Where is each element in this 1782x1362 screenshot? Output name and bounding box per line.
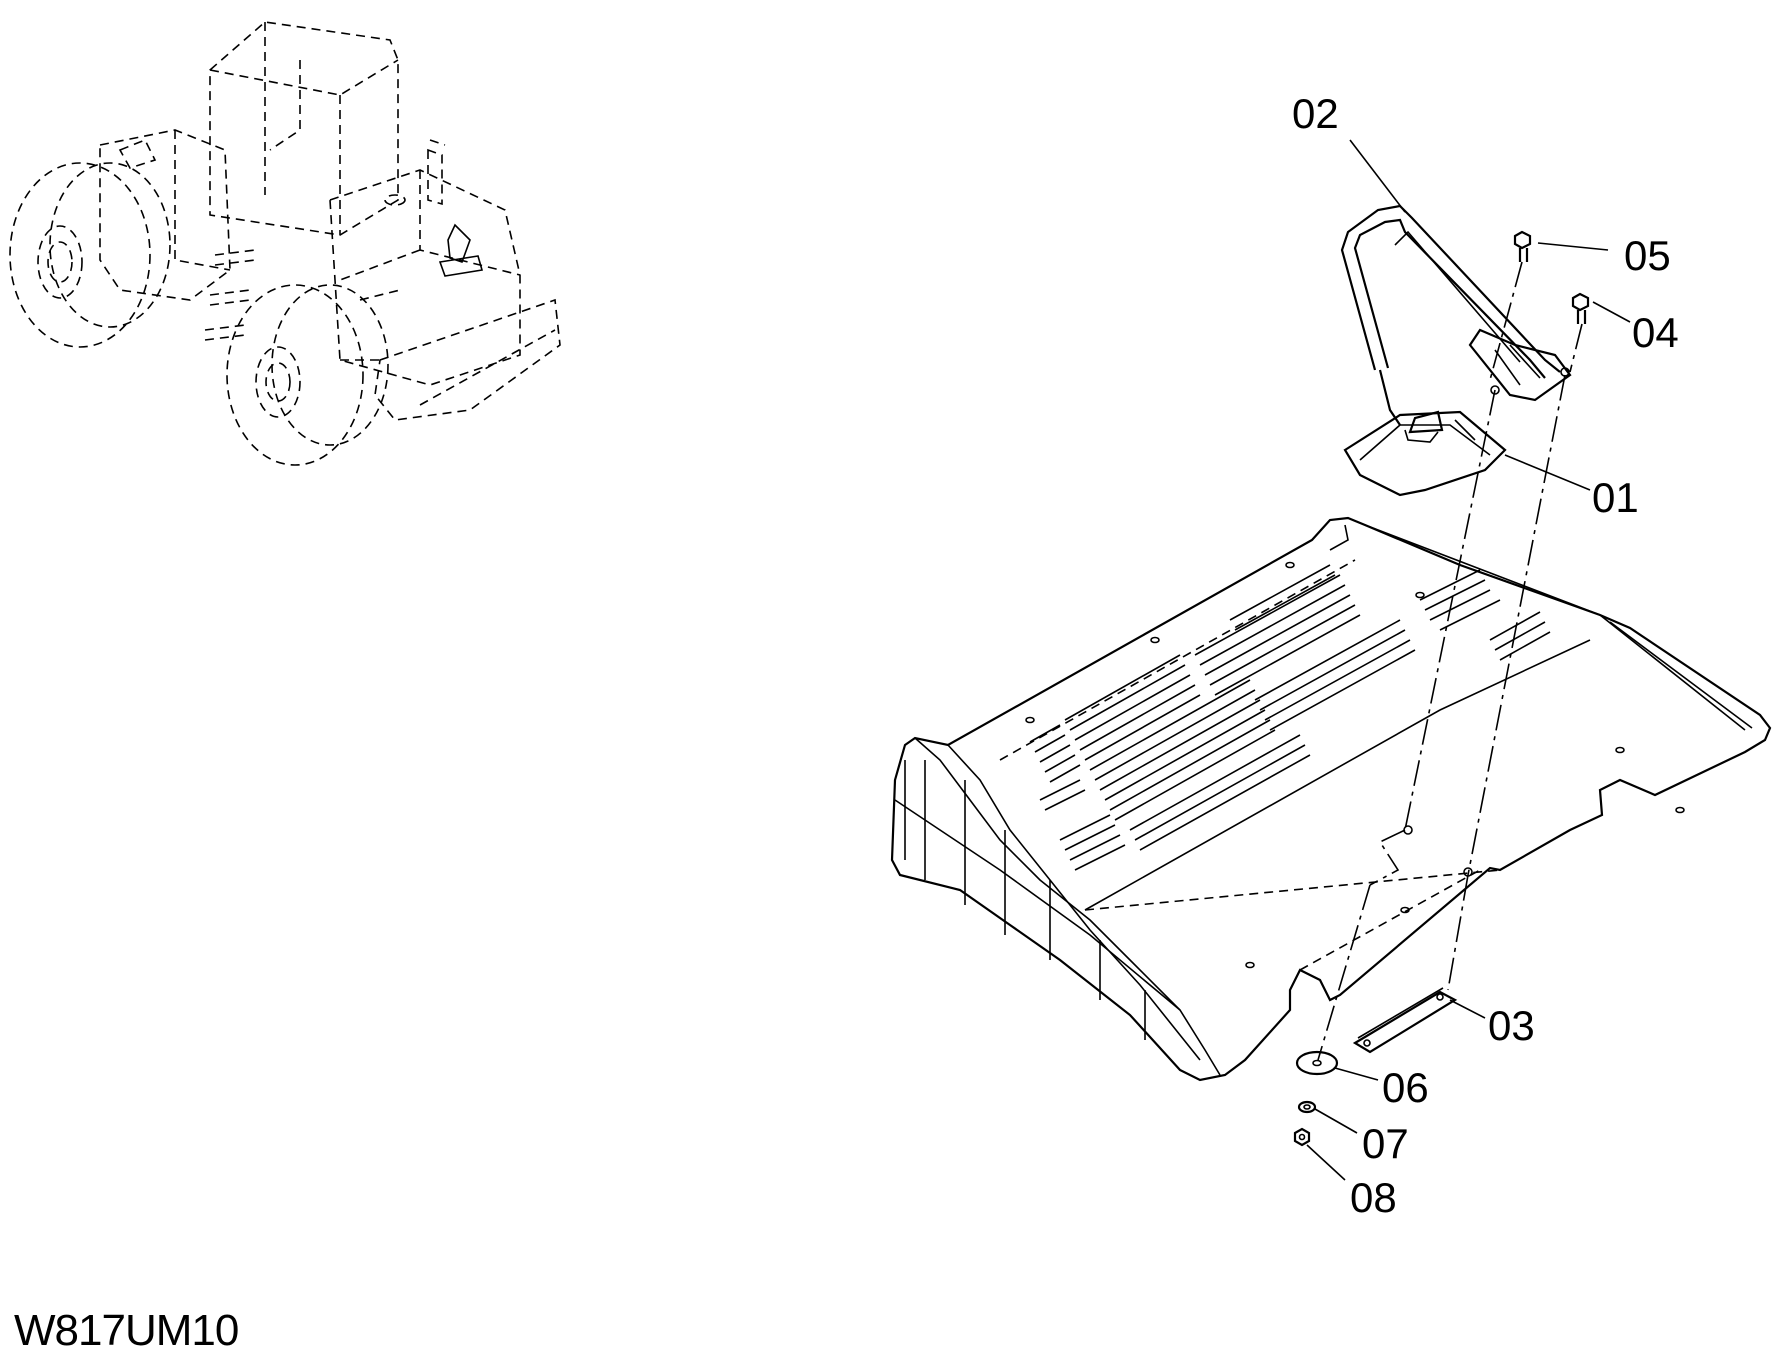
callout-06: 06 — [1382, 1064, 1429, 1111]
leader-lines — [1306, 139, 1631, 1181]
loader-overview-illustration — [9, 21, 561, 466]
part-02-mirror-stay — [1340, 204, 1572, 426]
callout-04: 04 — [1632, 309, 1679, 356]
hood-cover — [890, 516, 1772, 1082]
callout-05: 05 — [1624, 232, 1671, 279]
callout-08: 08 — [1350, 1174, 1397, 1221]
part-05-bolt — [1513, 230, 1532, 262]
callout-07: 07 — [1362, 1120, 1409, 1167]
drawing-code: W817UM10 — [14, 1306, 239, 1355]
callout-02: 02 — [1292, 90, 1339, 137]
part-04-bolt — [1571, 292, 1590, 324]
vent-slots — [1029, 564, 1551, 871]
callout-03: 03 — [1488, 1002, 1535, 1049]
part-03-plate — [1352, 987, 1458, 1054]
part-08-nut — [1293, 1127, 1311, 1147]
callout-01: 01 — [1592, 474, 1639, 521]
assembly-center-lines — [1317, 261, 1583, 1061]
part-07-washer — [1297, 1100, 1317, 1114]
part-01-mirror-base — [1343, 410, 1507, 497]
part-06-large-washer — [1295, 1050, 1339, 1076]
